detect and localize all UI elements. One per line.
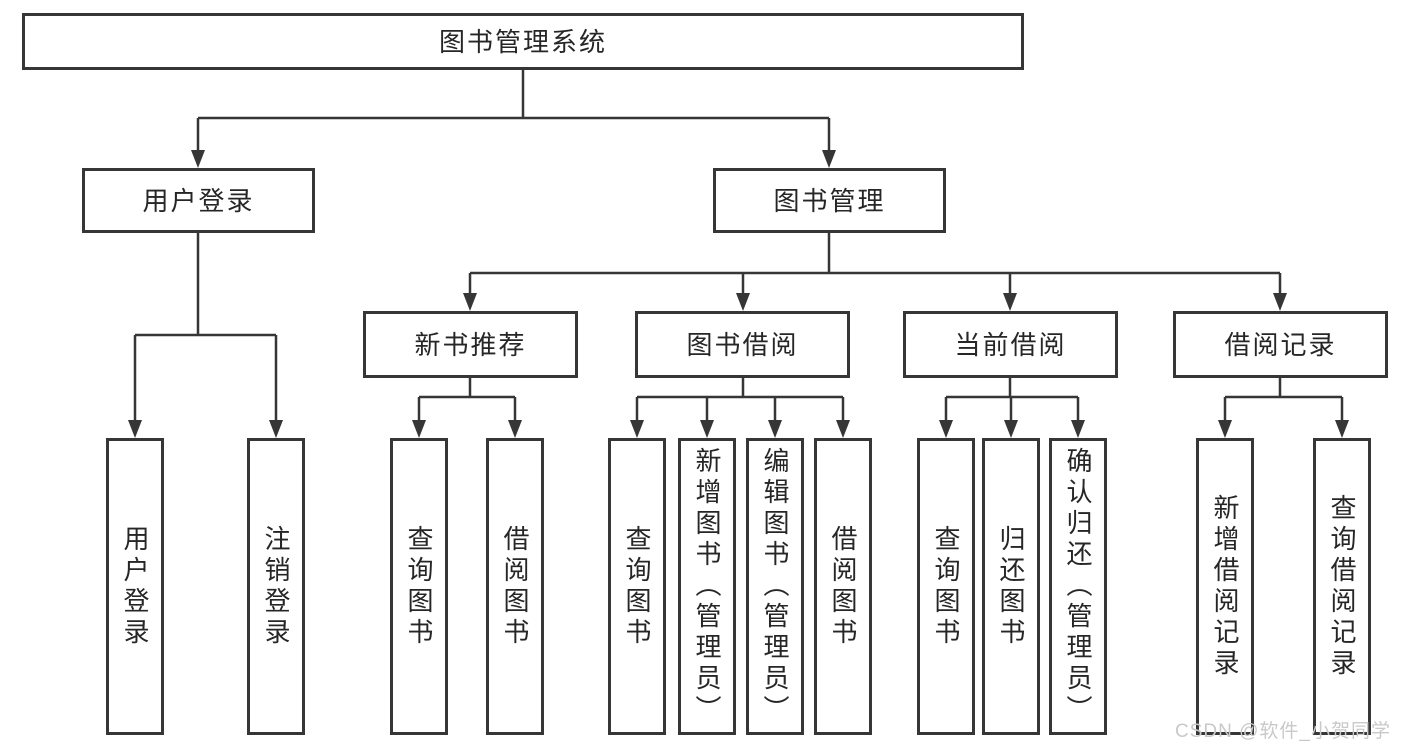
leaf-edit-book-admin: 编辑图书（管理员） [746,438,804,735]
node-borrow-records: 借阅记录 [1173,311,1388,378]
leaf-borrow-books-borrow: 借阅图书 [814,438,872,735]
node-book-borrow-label: 图书借阅 [686,329,799,360]
leaf-return-books-label: 归还图书 [996,524,1026,649]
leaf-user-login-label: 用户登录 [120,524,150,649]
leaf-query-books-borrow: 查询图书 [608,438,666,735]
node-new-book-recommend-label: 新书推荐 [414,329,527,360]
leaf-borrow-books-recommend: 借阅图书 [486,438,544,735]
leaf-query-borrow-record-label: 查询借阅记录 [1327,493,1357,680]
leaf-logout: 注销登录 [247,438,305,735]
tree-edges [133,70,1344,422]
leaf-borrow-books-borrow-label: 借阅图书 [828,524,858,649]
node-borrow-records-label: 借阅记录 [1224,329,1337,360]
node-current-borrow: 当前借阅 [903,311,1118,378]
leaf-add-borrow-record: 新增借阅记录 [1196,438,1254,735]
node-book-borrow: 图书借阅 [635,311,850,378]
node-user-login: 用户登录 [82,168,315,233]
leaf-query-borrow-record: 查询借阅记录 [1313,438,1371,735]
leaf-add-borrow-record-label: 新增借阅记录 [1210,493,1240,680]
node-root-label: 图书管理系统 [438,26,607,57]
node-new-book-recommend: 新书推荐 [363,311,578,378]
leaf-confirm-return-admin-label: 确认归还（管理员） [1063,447,1093,726]
leaf-query-books-current-label: 查询图书 [931,524,961,649]
leaf-query-books-borrow-label: 查询图书 [622,524,652,649]
leaf-query-books-recommend: 查询图书 [390,438,448,735]
node-root: 图书管理系统 [22,13,1024,70]
node-book-management: 图书管理 [713,168,946,233]
leaf-add-book-admin: 新增图书（管理员） [678,438,736,735]
leaf-user-login: 用户登录 [106,438,164,735]
node-current-borrow-label: 当前借阅 [954,329,1067,360]
node-user-login-label: 用户登录 [142,185,255,216]
leaf-query-books-current: 查询图书 [917,438,975,735]
leaf-logout-label: 注销登录 [261,524,291,649]
leaf-query-books-recommend-label: 查询图书 [404,524,434,649]
node-book-management-label: 图书管理 [773,185,886,216]
leaf-return-books: 归还图书 [982,438,1040,735]
arrowheads [128,150,1349,438]
watermark: CSDN @软件_小贺同学 [1175,721,1391,742]
leaf-confirm-return-admin: 确认归还（管理员） [1049,438,1107,735]
leaf-add-book-admin-label: 新增图书（管理员） [692,447,722,726]
leaf-borrow-books-recommend-label: 借阅图书 [500,524,530,649]
leaf-edit-book-admin-label: 编辑图书（管理员） [760,447,790,726]
